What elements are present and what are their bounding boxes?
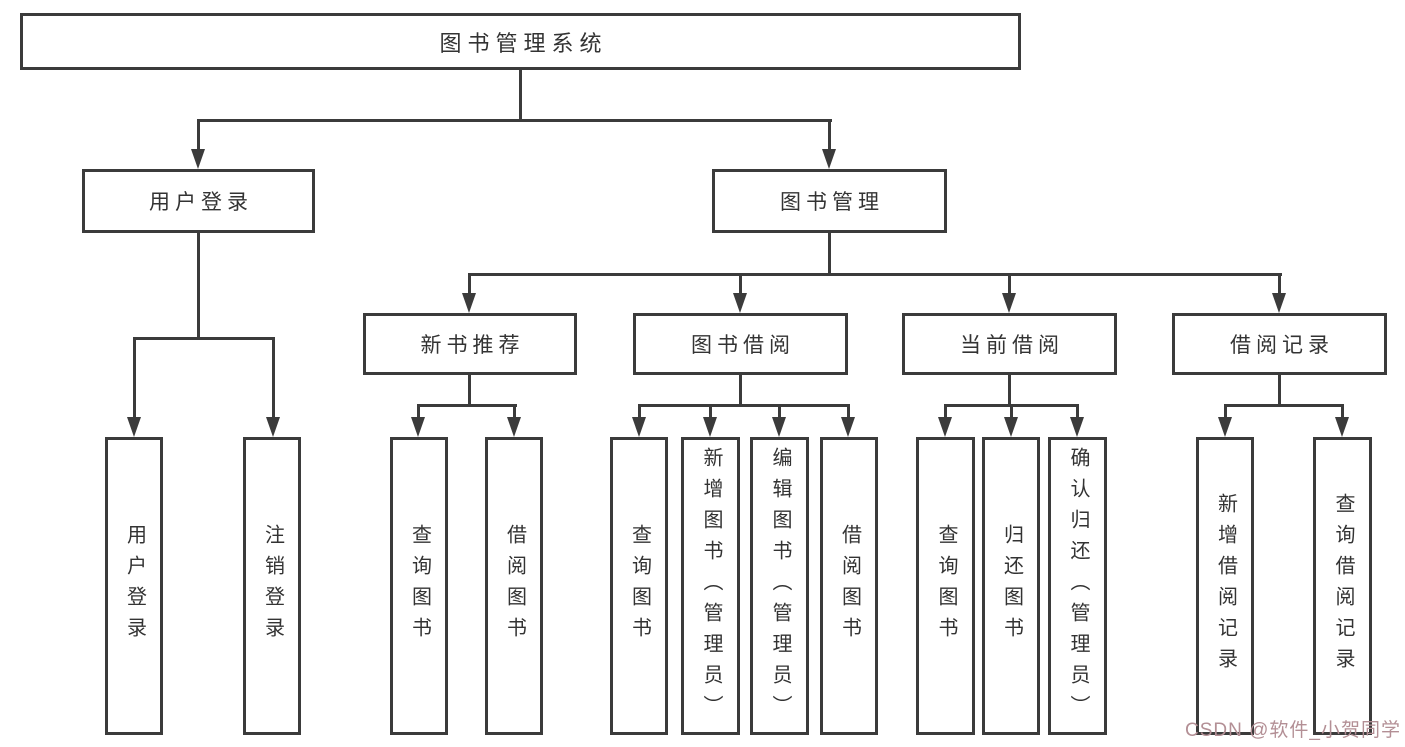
arrow-down [127, 417, 141, 437]
arrow-down [703, 417, 717, 437]
node-label: 图书管理系统 [439, 30, 608, 56]
arrow-down [841, 417, 855, 437]
connector-line [417, 404, 420, 420]
connector-line [1278, 273, 1281, 297]
node-current-borrow: 当前借阅 [902, 313, 1117, 375]
arrow-down [822, 149, 836, 169]
connector-line [519, 68, 522, 120]
arrow-down [411, 417, 425, 437]
leaf-query-borrow-record: 查询借阅记录 [1313, 437, 1372, 735]
leaf-logout: 注销登录 [243, 437, 301, 735]
connector-line [468, 372, 471, 407]
connector-line [638, 404, 850, 407]
node-user-login: 用户登录 [82, 169, 315, 233]
connector-line [828, 119, 831, 153]
leaf-label: 查询图书 [628, 524, 651, 648]
leaf-label: 新增图书（管理员） [700, 446, 722, 726]
connector-line [197, 119, 832, 122]
connector-line [197, 119, 200, 153]
leaf-label: 确认归还（管理员） [1067, 446, 1089, 726]
node-label: 用户登录 [149, 191, 253, 214]
leaf-edit-book-admin: 编辑图书（管理员） [750, 437, 809, 735]
node-label: 图书借阅 [691, 334, 795, 357]
connector-line [1008, 372, 1011, 407]
node-new-book-recommend: 新书推荐 [363, 313, 577, 375]
connector-line [468, 273, 1282, 276]
leaf-label: 借阅图书 [838, 524, 861, 648]
node-label: 图书管理 [780, 191, 884, 214]
connector-line [1008, 273, 1011, 297]
leaf-confirm-return-admin: 确认归还（管理员） [1048, 437, 1107, 735]
watermark: CSDN @软件_小贺同学 [1185, 720, 1401, 741]
connector-line [1224, 404, 1227, 420]
connector-line [133, 337, 136, 421]
arrow-down [191, 149, 205, 169]
arrow-down [1272, 293, 1286, 313]
arrow-down [266, 417, 280, 437]
connector-line [1076, 404, 1079, 420]
leaf-borrow-books: 借阅图书 [820, 437, 878, 735]
connector-line [1010, 404, 1013, 420]
connector-line [1224, 404, 1344, 407]
leaf-label: 注销登录 [261, 524, 284, 648]
leaf-query-books-recommend: 查询图书 [390, 437, 448, 735]
arrow-down [733, 293, 747, 313]
connector-line [638, 404, 641, 420]
connector-line [1278, 372, 1281, 407]
leaf-query-books-current: 查询图书 [916, 437, 975, 735]
connector-line [847, 404, 850, 420]
node-borrow-records: 借阅记录 [1172, 313, 1387, 375]
connector-line [417, 404, 517, 407]
leaf-label: 借阅图书 [503, 524, 526, 648]
arrow-down [632, 417, 646, 437]
connector-line [197, 231, 200, 338]
leaf-label: 查询图书 [935, 524, 957, 648]
connector-line [828, 231, 831, 275]
connector-line [739, 273, 742, 297]
leaf-label: 用户登录 [123, 524, 146, 648]
arrow-down [462, 293, 476, 313]
arrow-down [938, 417, 952, 437]
connector-line [739, 372, 742, 407]
arrow-down [1218, 417, 1232, 437]
node-label: 借阅记录 [1230, 334, 1334, 357]
arrow-down [1070, 417, 1084, 437]
connector-line [944, 404, 947, 420]
leaf-label: 编辑图书（管理员） [769, 446, 791, 726]
leaf-borrow-books-recommend: 借阅图书 [485, 437, 543, 735]
connector-line [272, 337, 275, 421]
leaf-query-books-borrow: 查询图书 [610, 437, 668, 735]
leaf-add-borrow-record: 新增借阅记录 [1196, 437, 1254, 735]
arrow-down [1004, 417, 1018, 437]
connector-line [778, 404, 781, 420]
connector-line [513, 404, 516, 420]
node-book-borrow: 图书借阅 [633, 313, 848, 375]
connector-line [709, 404, 712, 420]
leaf-label: 查询图书 [408, 524, 431, 648]
node-label: 新书推荐 [420, 334, 525, 357]
leaf-label: 查询借阅记录 [1332, 493, 1354, 679]
node-library-management-system: 图书管理系统 [20, 13, 1021, 70]
leaf-user-login: 用户登录 [105, 437, 163, 735]
arrow-down [507, 417, 521, 437]
leaf-add-book-admin: 新增图书（管理员） [681, 437, 740, 735]
arrow-down [1335, 417, 1349, 437]
node-book-management: 图书管理 [712, 169, 947, 233]
arrow-down [1002, 293, 1016, 313]
node-label: 当前借阅 [960, 334, 1064, 357]
leaf-label: 归还图书 [1000, 524, 1023, 648]
arrow-down [772, 417, 786, 437]
leaf-label: 新增借阅记录 [1214, 493, 1237, 679]
connector-line [1341, 404, 1344, 420]
leaf-return-book: 归还图书 [982, 437, 1040, 735]
connector-line [133, 337, 275, 340]
connector-line [468, 273, 471, 297]
